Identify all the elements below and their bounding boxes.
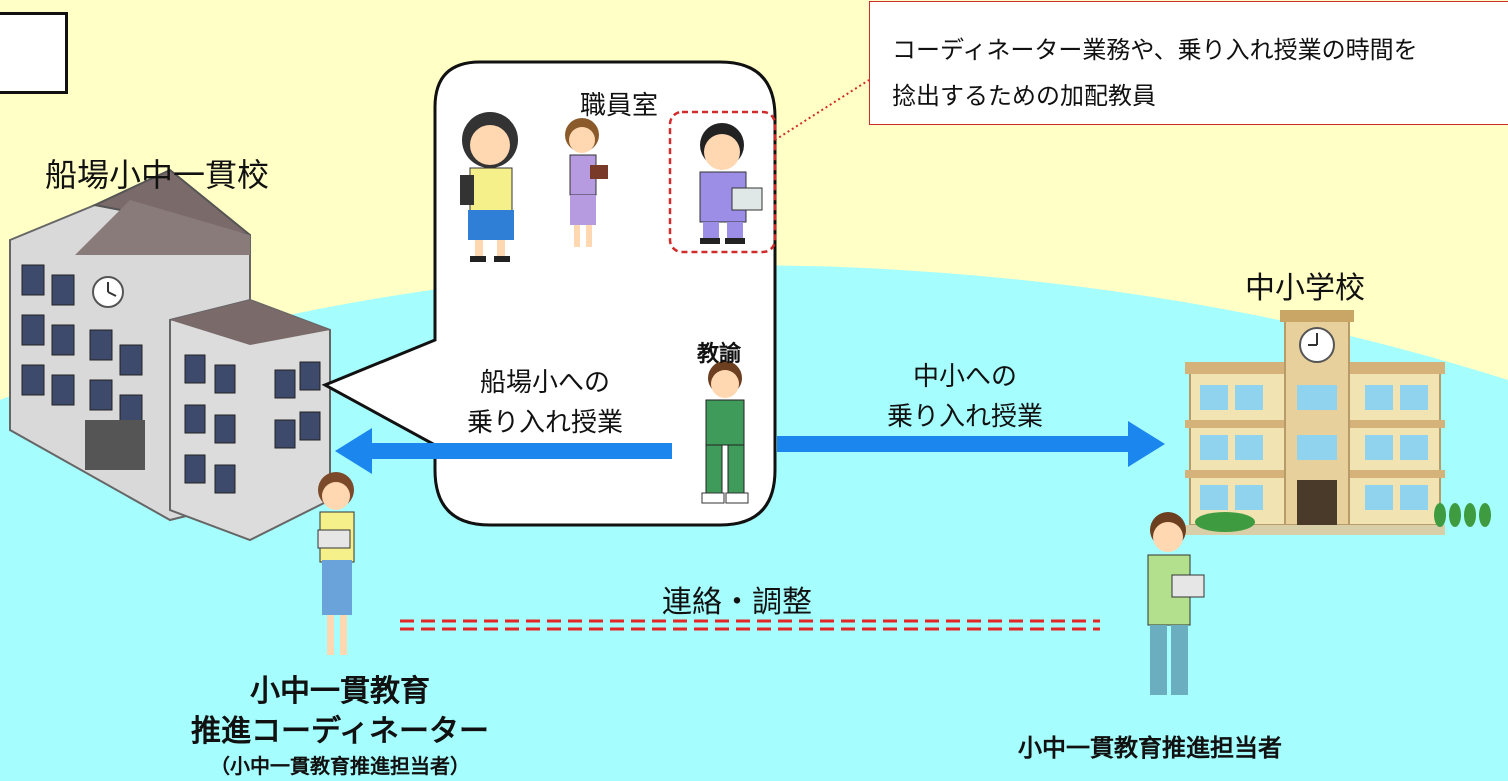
teacher-label: 教諭 <box>697 342 742 367</box>
right-person-label: 小中一貫教育推進担当者 <box>1018 734 1282 762</box>
school-left-name: 船場小中一貫校 <box>45 156 270 194</box>
callout-line-1: コーディネーター業務や、乗り入れ授業の時間を <box>892 37 1418 64</box>
extra-teacher-highlight <box>668 110 777 254</box>
arrow-right-line-2: 乗り入れ授業 <box>886 402 1043 432</box>
teacher-icon <box>701 361 749 504</box>
contact-label: 連絡・調整 <box>662 585 812 620</box>
school-building-left-icon <box>9 168 331 542</box>
coordinator-line-2: 推進コーディネーター <box>191 714 489 749</box>
coordinator-woman-icon <box>317 472 355 655</box>
staff-room-label: 職員室 <box>580 91 659 121</box>
coordinator-line-3: （小中一貫教育推進担当者） <box>210 754 470 778</box>
school-right-name: 中小学校 <box>1245 271 1365 306</box>
coordinator-label: 小中一貫教育 推進コーディネーター （小中一貫教育推進担当者） <box>150 672 530 780</box>
callout-note: コーディネーター業務や、乗り入れ授業の時間を 捻出するための加配教員 <box>869 1 1508 125</box>
coordinator-line-1: 小中一貫教育 <box>250 674 430 709</box>
arrow-right-label: 中小への 乗り入れ授業 <box>860 357 1070 437</box>
arrow-right-line-1: 中小への <box>912 362 1017 392</box>
extra-teacher-icon <box>699 123 763 244</box>
school-building-right-icon <box>1185 310 1491 535</box>
corner-box <box>0 12 68 94</box>
staff-woman-icon <box>460 112 518 262</box>
arrow-left-line-1: 船場小への <box>479 368 610 398</box>
staff-woman2-icon <box>565 118 608 247</box>
contact-dashed-line <box>400 619 1100 631</box>
arrow-to-right-school <box>777 421 1165 467</box>
arrow-left-label: 船場小への 乗り入れ授業 <box>440 363 650 443</box>
staff-room-bubble <box>321 60 777 527</box>
arrow-left-line-2: 乗り入れ授業 <box>466 408 623 438</box>
arrow-to-left-school <box>335 428 672 474</box>
callout-connector <box>774 79 870 141</box>
callout-line-2: 捻出するための加配教員 <box>892 83 1156 110</box>
staff-man-icon <box>1147 512 1205 695</box>
